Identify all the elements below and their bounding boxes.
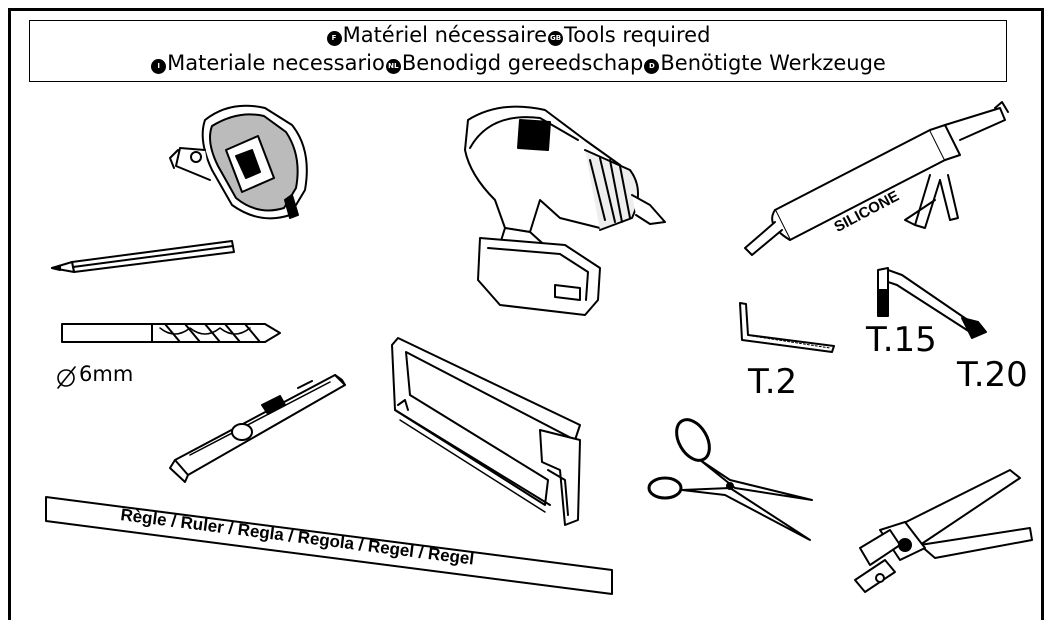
drill-bit-icon (61, 323, 281, 343)
cordless-drill-icon (464, 105, 666, 316)
hacksaw-icon (391, 337, 581, 526)
silicone-gun-icon: SILICONE (744, 101, 1009, 256)
ruler-icon: Règle / Ruler / Regla / Regola / Regel /… (45, 496, 613, 595)
header-text-nl: Benodigd gereedschap (401, 51, 644, 75)
header-text-it: Materiale necessario (167, 51, 385, 75)
flag-badge-gb: GB (548, 31, 563, 46)
page-frame (8, 8, 1044, 620)
diameter-icon (57, 366, 76, 389)
flag-badge-nl: NL (385, 59, 401, 74)
flag-badge-it: I (151, 59, 167, 74)
torx-key-icon (877, 267, 987, 339)
spirit-level-icon (169, 374, 346, 483)
header-text-de: Benötigte Werkzeuge (660, 51, 886, 75)
header-text-gb: Tools required (564, 23, 711, 47)
drill-bit-size-label: 6mm (79, 362, 134, 386)
pencil-icon (51, 240, 235, 273)
tape-measure-icon (169, 104, 308, 220)
hex-key-size-label: T.2 (748, 362, 798, 402)
header-text-fr: Matériel nécessaire (342, 23, 547, 47)
pliers-cutter-icon (854, 469, 1033, 593)
hex-key-icon (739, 302, 835, 353)
scissors-icon (647, 418, 813, 541)
torx-key-a-label: T.15 (866, 320, 937, 360)
flag-badge-fr: F (326, 31, 342, 46)
torx-key-b-label: T.20 (957, 355, 1028, 395)
flag-badge-de: D (644, 59, 660, 74)
